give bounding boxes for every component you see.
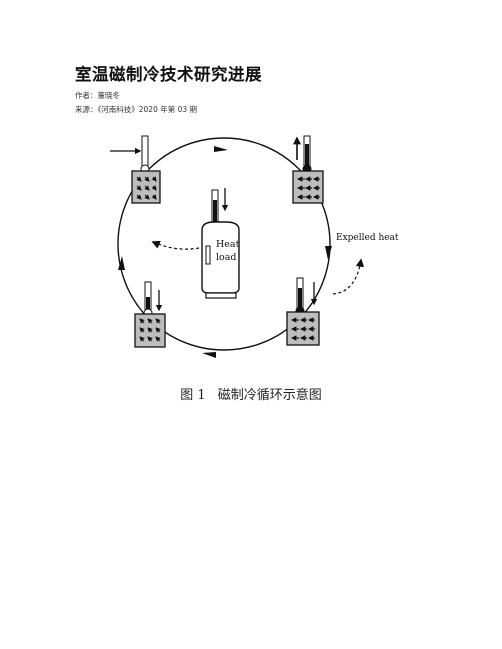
block-bottom-left xyxy=(134,281,166,348)
block-top-right xyxy=(292,135,324,204)
heat-load-label-line1: Heat xyxy=(216,239,240,250)
article-title: 室温磁制冷技术研究进展 xyxy=(75,65,262,84)
expelled-heat-label: Expelled heat xyxy=(336,233,399,243)
heat-absorbed-dashed-arrow xyxy=(151,240,200,250)
author-line: 作者：董晓冬 xyxy=(75,91,120,100)
heat-load-label-line2: load xyxy=(216,252,237,263)
cycle-circle xyxy=(117,137,331,351)
block-top-left xyxy=(110,135,161,204)
cycle-arrow-left xyxy=(118,256,125,270)
heat-load-tank: Heat load xyxy=(201,188,240,299)
source-line: 来源：《河南科技》2020 年第 03 期 xyxy=(75,105,198,114)
block-bottom-right xyxy=(286,277,320,346)
cycle-arrow-top xyxy=(214,146,228,152)
caption-number: 图 1 xyxy=(180,388,206,403)
caption-text: 磁制冷循环示意图 xyxy=(217,388,322,403)
magnetic-refrigeration-cycle-figure: Heat load Expelled heat xyxy=(110,135,399,358)
cycle-arrow-right xyxy=(325,246,332,260)
expelled-heat-dashed-arrow xyxy=(332,258,365,295)
figure-caption: 图 1 磁制冷循环示意图 xyxy=(0,384,502,403)
cycle-arrow-bottom xyxy=(202,352,216,358)
